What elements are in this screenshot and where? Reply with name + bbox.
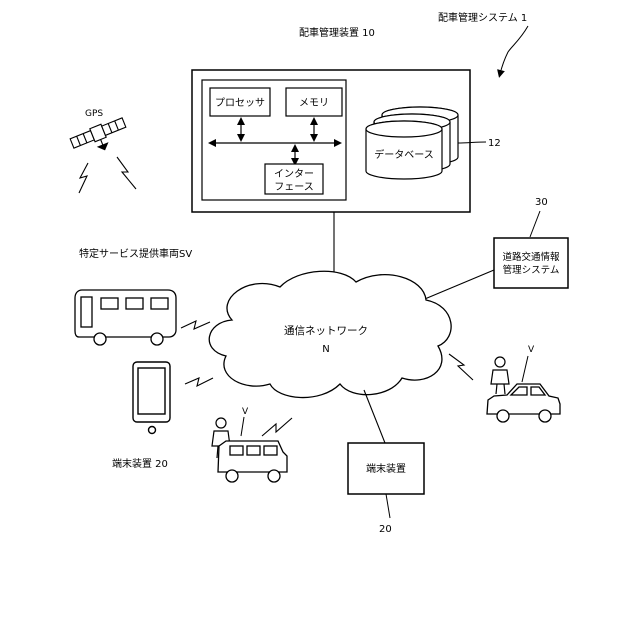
- car-icon-2: [487, 384, 560, 422]
- car-signal-1: [262, 418, 292, 436]
- traffic-label-1: 道路交通情報: [502, 251, 560, 263]
- network-ref: N: [322, 344, 329, 355]
- vehicle-ref-leader-1: [241, 417, 244, 436]
- database-ref: 12: [488, 138, 501, 149]
- system-label: 配車管理システム 1: [438, 11, 527, 24]
- interface-label-2: フェース: [274, 182, 314, 193]
- special-vehicle-label: 特定サービス提供車両SV: [79, 247, 192, 260]
- system-leader: [500, 26, 528, 74]
- bus-icon: [75, 290, 176, 345]
- gps-satellite-icon: [69, 116, 130, 160]
- vehicle-ref-leader-2: [522, 356, 528, 382]
- traffic-leader: [530, 211, 540, 237]
- bus-signal: [181, 321, 210, 329]
- traffic-system-box: [494, 238, 568, 288]
- car-icon-1: [218, 441, 287, 482]
- terminal-ref: 20: [379, 524, 392, 535]
- terminal-label: 端末装置 20: [112, 457, 168, 470]
- terminal-box-label: 端末装置: [366, 462, 406, 475]
- vehicle-ref-2: V: [528, 345, 535, 355]
- traffic-label-2: 管理システム: [503, 264, 560, 276]
- device-label: 配車管理装置 10: [299, 26, 375, 39]
- smartphone-icon: [133, 362, 170, 434]
- vehicle-ref-1: V: [242, 407, 249, 417]
- database-icon: [366, 107, 458, 179]
- database-label: データベース: [374, 148, 434, 161]
- gps-label: GPS: [85, 109, 103, 119]
- gps-signal-1: [79, 163, 88, 193]
- person-icon-2: [491, 357, 509, 394]
- network-label: 通信ネットワーク: [284, 325, 368, 337]
- network-terminal-link: [364, 390, 385, 443]
- car-signal-2: [449, 354, 473, 380]
- terminal-ref-leader: [386, 494, 390, 518]
- processor-label: プロセッサ: [215, 97, 265, 109]
- smartphone-signal: [185, 378, 213, 386]
- gps-signal-2: [117, 157, 136, 189]
- interface-label-1: インター: [274, 168, 314, 180]
- memory-label: メモリ: [299, 98, 329, 109]
- traffic-ref: 30: [535, 197, 548, 208]
- traffic-network-link: [420, 270, 494, 301]
